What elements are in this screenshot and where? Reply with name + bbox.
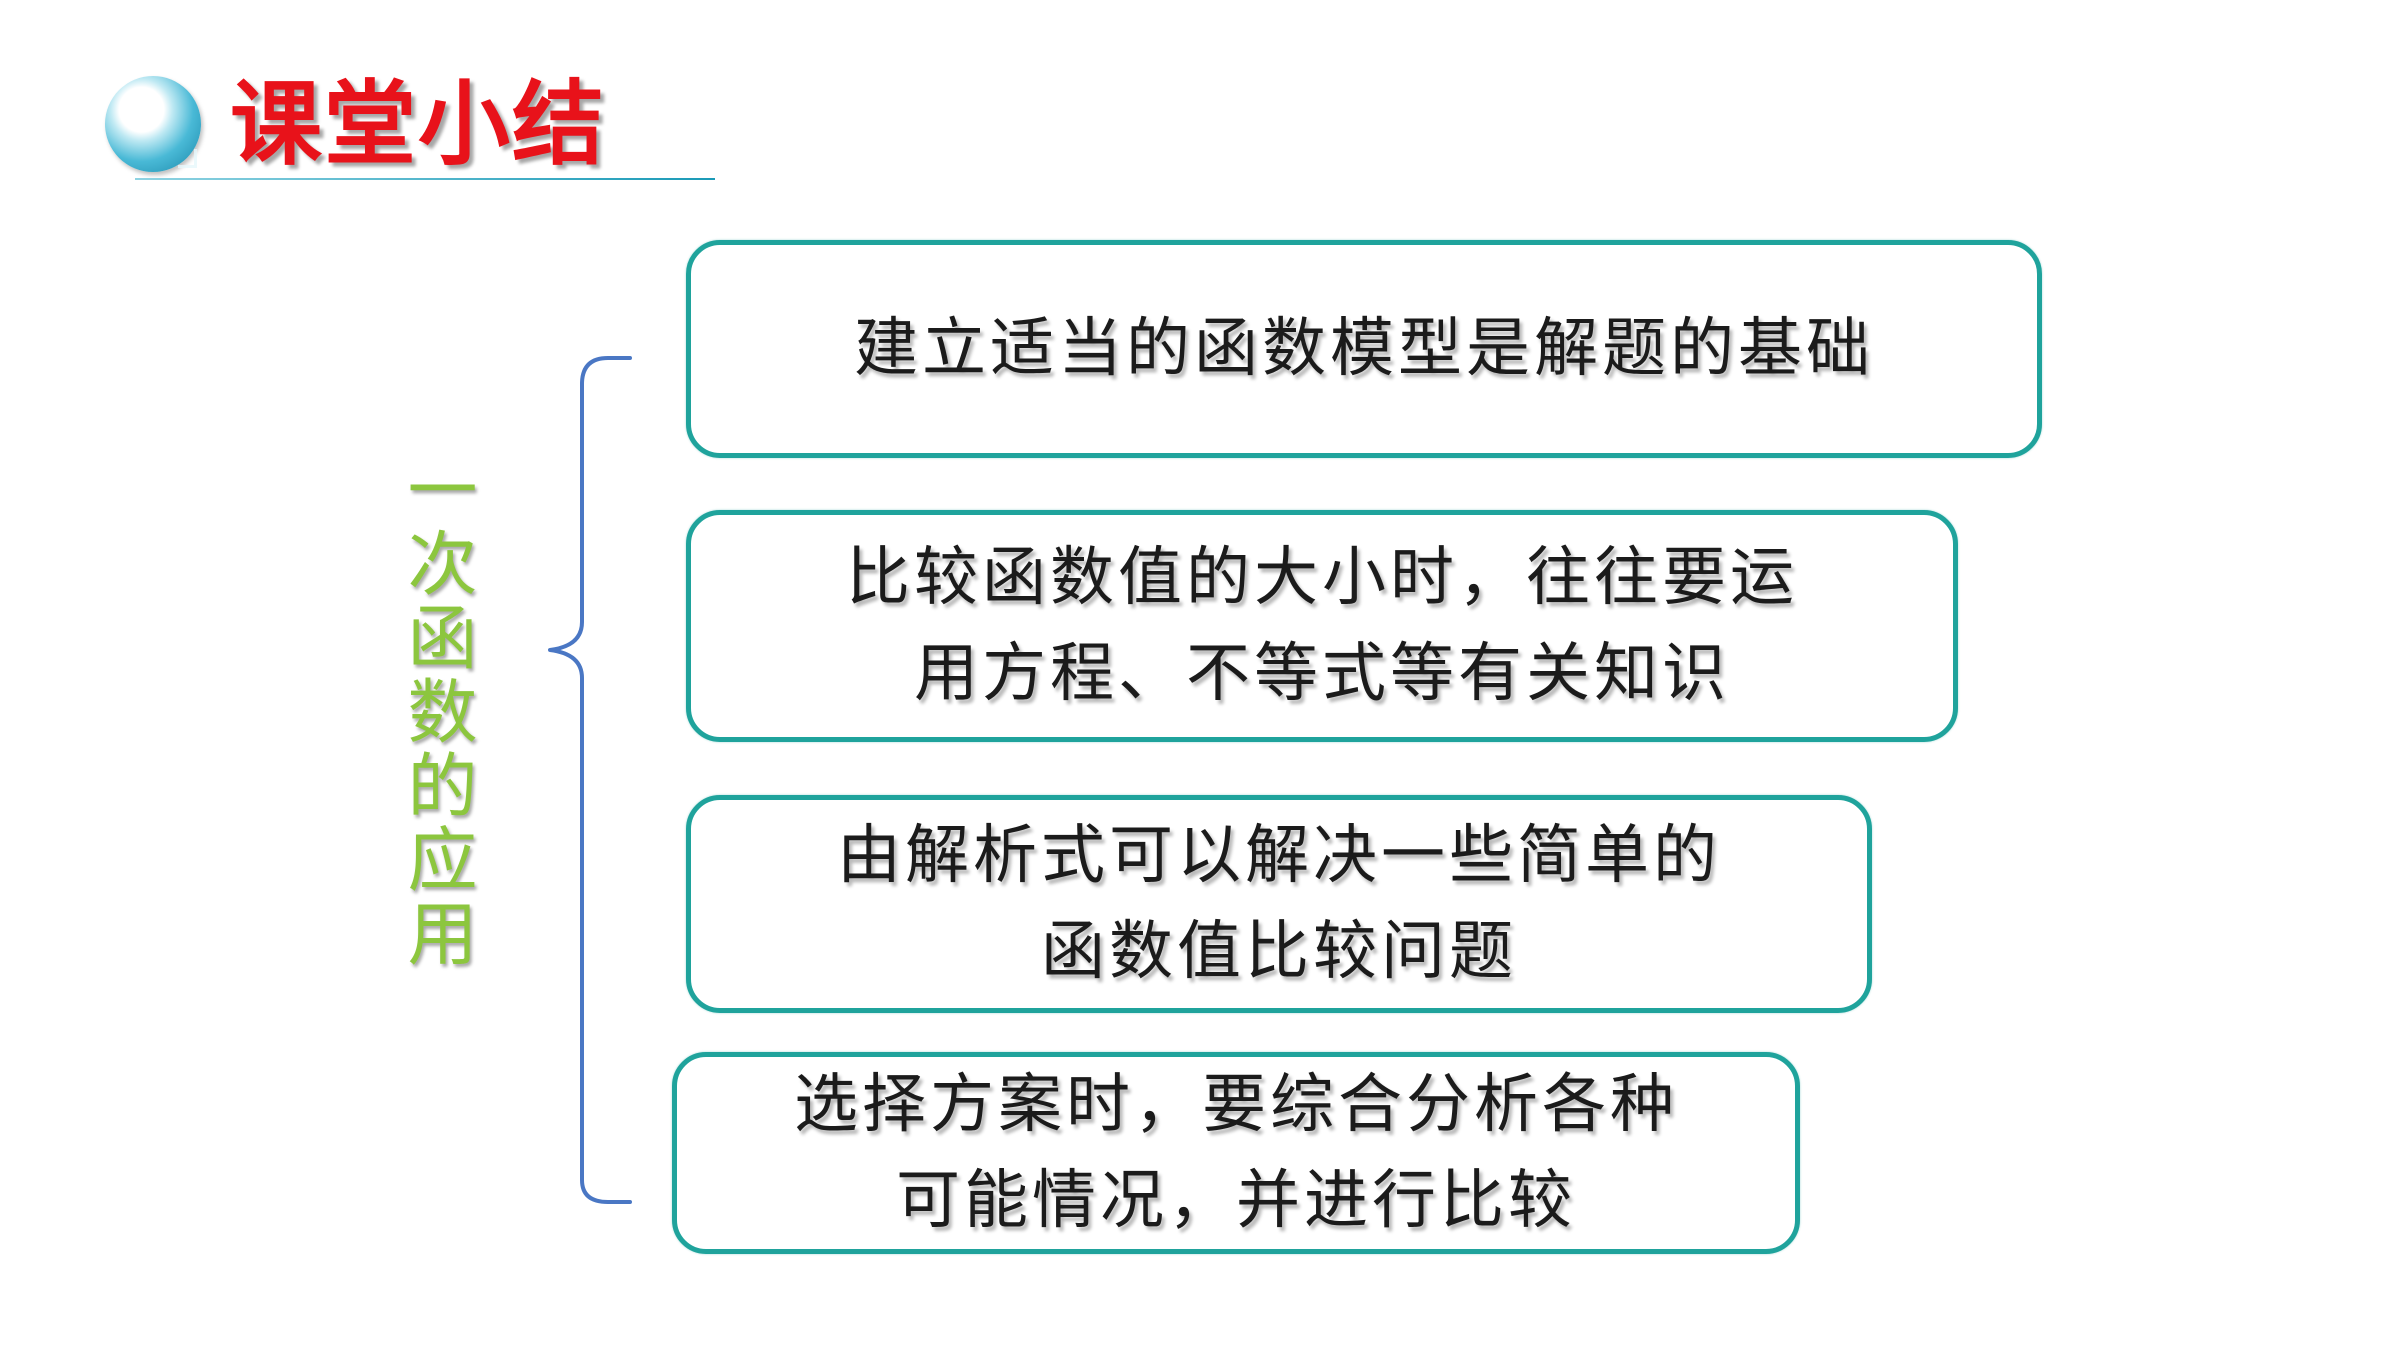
summary-line: 由解析式可以解决一些简单的 (837, 819, 1721, 893)
search-circle-icon (105, 76, 201, 172)
header-underline (135, 178, 715, 180)
summary-line: 可能情况，并进行比较 (896, 1164, 1576, 1238)
summary-box-3: 由解析式可以解决一些简单的 函数值比较问题 (686, 795, 1872, 1013)
summary-line: 函数值比较问题 (1041, 915, 1517, 989)
summary-box-1: 建立适当的函数模型是解题的基础 (686, 240, 2042, 458)
summary-line: 比较函数值的大小时，往往要运 (846, 541, 1798, 615)
slide-header: 课堂小结 (95, 70, 735, 190)
summary-text-2: 比较函数值的大小时，往往要运 用方程、不等式等有关知识 (846, 530, 1798, 722)
summary-box-4: 选择方案时，要综合分析各种 可能情况，并进行比较 (672, 1052, 1800, 1254)
summary-text-4: 选择方案时，要综合分析各种 可能情况，并进行比较 (794, 1057, 1678, 1249)
brace-bracket (548, 356, 632, 1204)
topic-label: 一次函数的应用 (396, 453, 478, 971)
summary-line: 用方程、不等式等有关知识 (914, 637, 1730, 711)
summary-box-2: 比较函数值的大小时，往往要运 用方程、不等式等有关知识 (686, 510, 1958, 742)
summary-line: 建立适当的函数模型是解题的基础 (854, 312, 1874, 386)
page-title: 课堂小结 (230, 71, 607, 178)
brace-path (548, 356, 632, 1204)
summary-line: 选择方案时，要综合分析各种 (794, 1068, 1678, 1142)
summary-text-1: 建立适当的函数模型是解题的基础 (854, 301, 1874, 397)
summary-text-3: 由解析式可以解决一些简单的 函数值比较问题 (837, 808, 1721, 1000)
